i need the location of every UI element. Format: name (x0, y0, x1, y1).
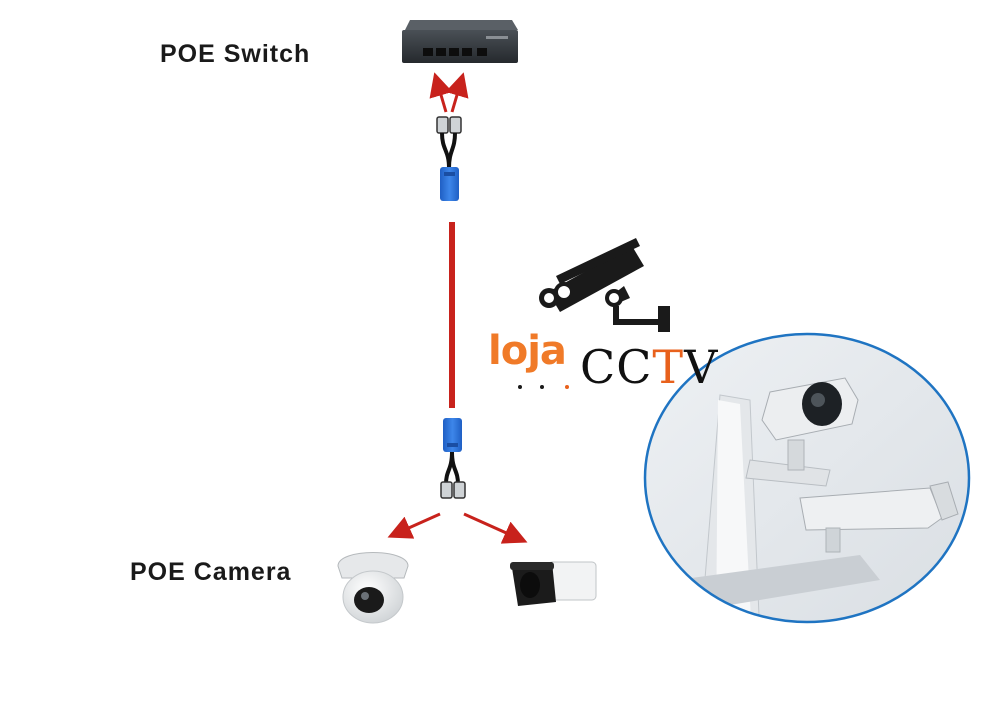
loja-cctv-logo: loja CCTV (488, 232, 717, 394)
camera-arrows (387, 512, 528, 544)
logo-cctv-prefix: CC (580, 340, 653, 394)
logo-cctv-suffix: V (684, 340, 719, 394)
poe-switch-label: POE Switch (160, 40, 311, 68)
logo-cctv-text: CCTV (580, 340, 718, 394)
dome-camera-icon (337, 552, 409, 624)
poe-switch-icon (402, 20, 518, 63)
poe-splitter-icon (440, 418, 466, 499)
bullet-camera-icon (510, 561, 597, 606)
logo-loja-text: loja (488, 328, 567, 374)
camera-logo-icon (518, 238, 670, 389)
logo-cctv-t: T (652, 340, 685, 394)
poe-camera-label: POE Camera (130, 558, 292, 586)
poe-splitter-icon (436, 116, 462, 201)
cctv-photo-icon (643, 332, 971, 624)
switch-arrows (429, 72, 469, 113)
